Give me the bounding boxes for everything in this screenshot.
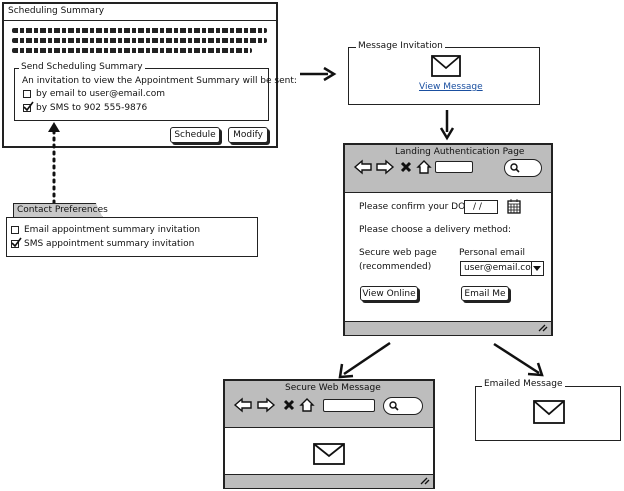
placeholder-text-line bbox=[12, 38, 267, 43]
landing-authentication-window: Landing Authentication Page Please confi… bbox=[343, 143, 553, 336]
stop-icon[interactable] bbox=[283, 399, 295, 411]
email-option-checkbox[interactable] bbox=[23, 90, 31, 98]
landing-page-title: Landing Authentication Page bbox=[395, 147, 525, 157]
search-icon bbox=[389, 401, 399, 411]
placeholder-text-line bbox=[12, 28, 267, 33]
scheduling-summary-panel: Scheduling Summary Send Scheduling Summa… bbox=[2, 2, 297, 148]
sms-invitation-label: SMS appointment summary invitation bbox=[24, 239, 195, 249]
personal-email-label: Personal email bbox=[459, 248, 525, 258]
personal-email-select[interactable]: user@email.com bbox=[460, 261, 540, 276]
envelope-icon bbox=[533, 400, 565, 424]
dob-label: Please confirm your DOB: bbox=[359, 202, 475, 212]
view-message-link[interactable]: View Message bbox=[419, 82, 483, 92]
send-scheduling-summary-group-title: Send Scheduling Summary bbox=[19, 62, 145, 73]
email-option-label: by email to user@email.com bbox=[36, 89, 166, 99]
contact-preferences-tab-label: Contact Preferences bbox=[17, 205, 108, 215]
home-icon[interactable] bbox=[299, 398, 315, 412]
arrow-down-left-icon bbox=[338, 341, 391, 379]
stop-icon[interactable] bbox=[400, 161, 412, 173]
scheduling-summary-title-bar bbox=[4, 4, 276, 21]
email-invitation-label: Email appointment summary invitation bbox=[24, 225, 201, 235]
email-dropdown-button[interactable] bbox=[531, 261, 544, 276]
dotted-arrow-icon bbox=[48, 122, 60, 205]
sms-option-label: by SMS to 902 555-9876 bbox=[36, 103, 148, 113]
dob-input[interactable]: / / bbox=[464, 200, 498, 214]
home-icon[interactable] bbox=[416, 160, 432, 174]
email-me-button[interactable]: Email Me bbox=[461, 286, 509, 301]
resize-grip-icon[interactable] bbox=[538, 324, 548, 332]
scheduling-summary-title: Scheduling Summary bbox=[8, 6, 105, 16]
back-arrow-icon[interactable] bbox=[233, 397, 252, 413]
delivery-method-label: Please choose a delivery method: bbox=[359, 225, 511, 235]
back-arrow-icon[interactable] bbox=[353, 159, 372, 175]
arrow-down-right-icon bbox=[493, 342, 544, 377]
arrow-down-icon bbox=[439, 110, 455, 141]
search-icon bbox=[510, 163, 520, 173]
sms-invitation-checkbox[interactable] bbox=[11, 237, 22, 248]
envelope-icon bbox=[313, 443, 345, 465]
secure-web-message-window: Secure Web Message bbox=[223, 379, 435, 489]
chevron-down-icon bbox=[533, 266, 541, 271]
message-invitation-title: Message Invitation bbox=[356, 41, 445, 52]
invitation-intro-text: An invitation to view the Appointment Su… bbox=[22, 76, 297, 86]
checkmark-icon bbox=[23, 101, 34, 112]
address-bar[interactable] bbox=[435, 161, 473, 173]
secure-web-message-title: Secure Web Message bbox=[285, 383, 381, 393]
sms-option-checkbox[interactable] bbox=[23, 101, 34, 112]
envelope-icon bbox=[431, 55, 461, 77]
search-bar[interactable] bbox=[383, 397, 423, 415]
recommended-label: (recommended) bbox=[359, 262, 432, 272]
modify-button[interactable]: Modify bbox=[228, 127, 268, 143]
resize-grip-icon[interactable] bbox=[420, 477, 430, 485]
arrow-right-icon bbox=[300, 66, 337, 82]
forward-arrow-icon[interactable] bbox=[376, 159, 395, 175]
calendar-icon[interactable] bbox=[507, 198, 521, 214]
forward-arrow-icon[interactable] bbox=[257, 397, 276, 413]
schedule-button[interactable]: Schedule bbox=[170, 127, 220, 143]
secure-web-page-label: Secure web page bbox=[359, 248, 437, 258]
view-online-button[interactable]: View Online bbox=[360, 286, 418, 301]
contact-preferences-panel bbox=[6, 217, 258, 257]
email-invitation-checkbox[interactable] bbox=[11, 226, 19, 234]
checkmark-icon bbox=[11, 237, 22, 248]
status-bar bbox=[345, 321, 551, 335]
emailed-message-title: Emailed Message bbox=[482, 379, 565, 390]
search-bar[interactable] bbox=[504, 159, 542, 177]
placeholder-text-line bbox=[12, 48, 252, 53]
status-bar bbox=[225, 474, 433, 488]
address-bar[interactable] bbox=[323, 399, 375, 412]
